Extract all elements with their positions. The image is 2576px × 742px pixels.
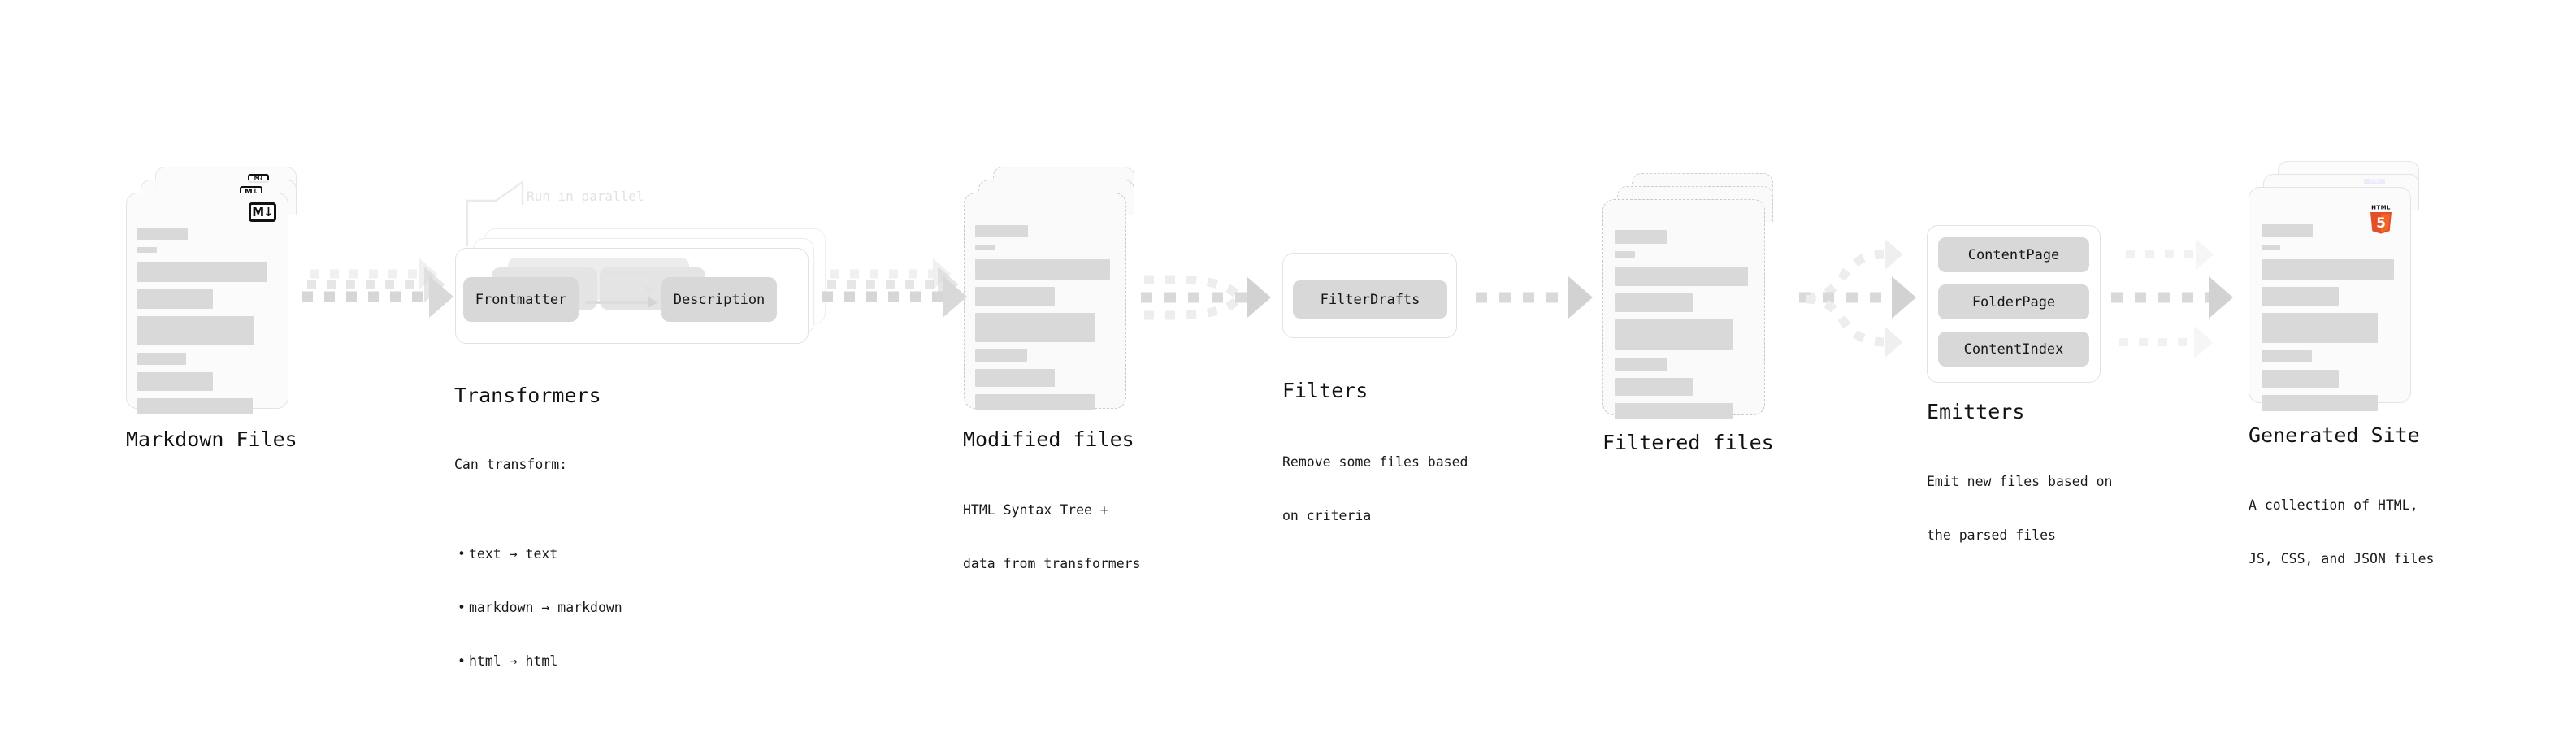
connector-modified-files-to-filters: [1141, 275, 1271, 320]
filters-desc-line-1: on criteria: [1282, 508, 1372, 523]
filters-chip-filterdrafts[interactable]: FilterDrafts: [1293, 280, 1447, 319]
stage-title-emitters: Emitters: [1927, 400, 2025, 423]
stage-title-modified-files: Modified files: [963, 427, 1134, 451]
transformer-chip-frontmatter[interactable]: Frontmatter: [463, 277, 579, 322]
transformers-desc-heading: Can transform:: [454, 457, 568, 472]
connector-transformers-to-modified-files: [822, 258, 967, 318]
generated-site-desc-line-0: A collection of HTML,: [2249, 497, 2418, 513]
generated-site-description: A collection of HTML, JS, CSS, and JSON …: [2249, 461, 2434, 604]
connector-filters-to-filtered-files: [1476, 276, 1593, 319]
stage-title-filters: Filters: [1282, 379, 1368, 402]
transformer-chip-description[interactable]: Description: [661, 277, 777, 322]
connector-overlay: [302, 180, 2233, 359]
modified-files-desc-line-1: data from transformers: [963, 556, 1141, 571]
emitters-chip-contentindex[interactable]: ContentIndex: [1938, 332, 2089, 367]
emitters-chip-contentpage[interactable]: ContentPage: [1938, 237, 2089, 272]
svg-text:5: 5: [2376, 215, 2386, 232]
transformers-desc-item-0: text → text: [458, 545, 622, 563]
stage-title-markdown-files: Markdown Files: [126, 427, 297, 451]
html5-icon: HTML 5: [2368, 203, 2394, 234]
connector-emitters-to-generated-site: [2111, 238, 2233, 359]
filters-description: Remove some files based on criteria: [1282, 418, 1468, 561]
markdown-file-content-lines: [137, 228, 277, 422]
generated-site-card-stack: CSS HTML 5: [2249, 161, 2419, 411]
connector-filtered-files-to-emitters: [1799, 239, 1916, 358]
filters-desc-line-0: Remove some files based: [1282, 454, 1468, 470]
emitters-chip-folderpage[interactable]: FolderPage: [1938, 284, 2089, 319]
modified-files-description: HTML Syntax Tree + data from transformer…: [963, 466, 1141, 609]
generated-site-desc-line-1: JS, CSS, and JSON files: [2249, 551, 2435, 566]
filtered-file-content-lines: [1615, 230, 1755, 427]
filtered-files-card-stack: [1602, 173, 1773, 419]
stage-title-filtered-files: Filtered files: [1602, 431, 1774, 454]
transformers-desc-item-2: html → html: [458, 653, 622, 670]
markdown-icon: M↓: [249, 202, 276, 222]
emitters-desc-line-0: Emit new files based on: [1927, 474, 2113, 489]
pipeline-diagram: M↓ M↓ M↓ Markdown Files Frontmatter Desc…: [0, 0, 2576, 681]
emitters-description: Emit new files based on the parsed files: [1927, 437, 2112, 580]
stage-title-transformers: Transformers: [454, 384, 601, 407]
svg-text:HTML: HTML: [2371, 205, 2391, 211]
connector-markdown-to-transformers: [302, 258, 453, 318]
transformers-description: Can transform: text → text markdown → ma…: [454, 420, 622, 742]
run-in-parallel-label: Run in parallel: [527, 189, 644, 204]
modified-files-desc-line-0: HTML Syntax Tree +: [963, 502, 1108, 518]
modified-file-content-lines: [975, 225, 1115, 418]
emitters-desc-line-1: the parsed files: [1927, 527, 2056, 543]
stage-title-generated-site: Generated Site: [2249, 423, 2420, 447]
transformers-desc-item-1: markdown → markdown: [458, 599, 622, 617]
modified-files-card-stack: [964, 167, 1134, 410]
generated-site-content-lines: [2262, 224, 2401, 419]
markdown-files-card-stack: M↓ M↓ M↓: [126, 167, 297, 414]
